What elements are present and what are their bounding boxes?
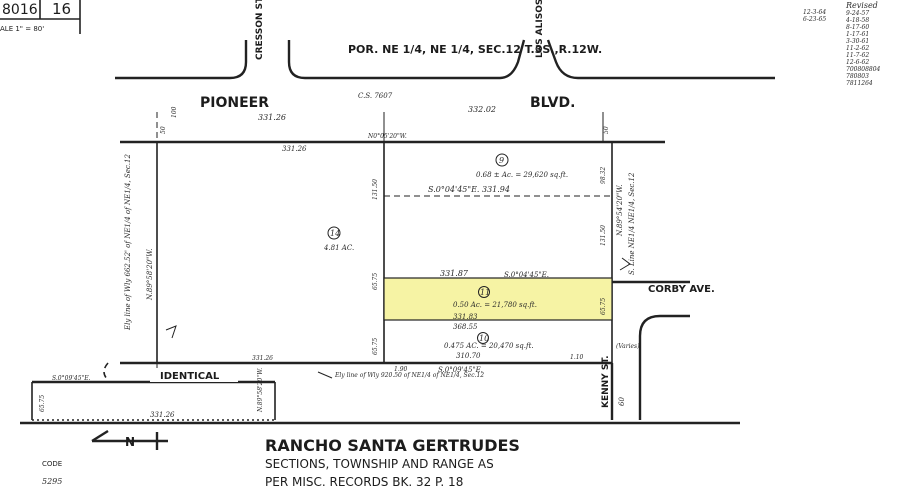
footer-line-2: SECTIONS, TOWNSHIP AND RANGE AS: [265, 457, 494, 471]
parcel-marker: [327, 226, 341, 240]
dim-50-right: 50: [603, 126, 610, 134]
bearing-parcel-9: S.0°04'45"E. 331.94: [428, 185, 510, 194]
ident-331-26: 331.26: [150, 411, 175, 419]
dim-50-left: 50: [160, 126, 167, 134]
cs-number: C.S. 7607: [358, 92, 393, 100]
street-lines-north: [115, 39, 775, 80]
street-label-los-alisos: LOS ALISOS CIR.: [535, 0, 545, 58]
revision-date: 7811264: [846, 80, 873, 87]
dim-65-75: 65.75: [600, 298, 607, 315]
dim-top-left: 331.26: [258, 113, 286, 122]
parcel-marker: [478, 286, 490, 298]
code-label: CODE: [42, 460, 62, 468]
varies-label: (Varies): [616, 343, 640, 350]
parcel-number-14: 14: [330, 229, 340, 238]
bearing-lower: S.0°04'45"E.: [504, 271, 549, 279]
street-label-pioneer: PIONEER: [200, 95, 269, 111]
revision-date: 9-24-57: [846, 10, 869, 17]
revision-date: 11-2-62: [846, 45, 869, 52]
revised-label: Revised: [845, 1, 878, 10]
dim-310-70: 310.70: [456, 352, 481, 360]
highlighted-parcel-11[interactable]: [383, 277, 613, 321]
ident-bearing: S.0°09'45"E.: [52, 375, 91, 382]
dim-65-75-inner: 65.75: [372, 273, 379, 290]
page-number: 16: [52, 0, 71, 18]
kenny-width: 60: [618, 397, 626, 406]
revision-date: 12-6-62: [846, 59, 869, 66]
dim-331-87: 331.87: [440, 269, 469, 278]
scale-label: ALE 1" = 80': [0, 25, 44, 33]
ident-65-75: 65.75: [39, 395, 46, 412]
parcel-marker: [477, 332, 489, 344]
book-number: 8016: [2, 2, 38, 18]
north-arrow-label: N: [125, 435, 135, 449]
parcel-number-11: 11: [480, 288, 490, 297]
west-line-note: Ely line of Wly 662.52' of NE1/4 of NE1/…: [124, 154, 132, 331]
revision-date: 8-17-60: [846, 24, 869, 31]
ely-line-note: Ely line of Wly 920.50 of NE1/4 of NE1/4…: [334, 372, 484, 379]
parcel-marker: [495, 153, 509, 167]
parcel-area-11: 0.50 Ac. = 21,780 sq.ft.: [453, 301, 537, 309]
dim-top-right: 332.02: [468, 105, 496, 114]
parcel-area-14: 4.81 AC.: [323, 244, 354, 252]
revision-date: 11-7-62: [846, 52, 869, 59]
bearing-east: N.89°54'20"W.: [616, 185, 624, 237]
bearing-north: N0°05'20"W.: [367, 133, 407, 140]
identical-parcel: IDENTICAL S.0°09'45"E. 331.26 65.75 N.89…: [31, 362, 276, 421]
revision-date: 1-17-61: [846, 31, 869, 38]
bearing-bottom: S.0°09'45"E.: [438, 366, 483, 374]
revision-list: Revised 12-3-64 6-23-65 9-24-57 4-18-58 …: [803, 1, 881, 87]
north-arrow-icon: N: [91, 429, 168, 450]
parcel-area-10: 0.475 AC. = 20,470 sq.ft.: [444, 342, 534, 350]
revision-date: 6-23-65: [803, 16, 826, 23]
map-header-box: 8016 16 ALE 1" = 80': [0, 0, 81, 34]
identical-label: IDENTICAL: [160, 371, 220, 382]
dim-331-83: 331.83: [453, 313, 478, 321]
dim-131-50: 131.50: [600, 225, 607, 246]
parcel-number-10: 10: [479, 334, 489, 343]
street-label-kenny: KENNY ST.: [601, 355, 611, 408]
revision-date: 700808804: [846, 66, 881, 73]
dim-331-26: 331.26: [282, 145, 307, 153]
west-bearing: N.89°58'20"W.: [146, 249, 154, 301]
dim-100: 100: [171, 106, 178, 118]
ident-north-bearing: N.89°58'20"W.: [257, 368, 264, 413]
code-value: 5295: [42, 477, 62, 486]
footer-title: RANCHO SANTA GERTRUDES: [265, 436, 520, 455]
street-label-cresson: CRESSON ST.: [255, 0, 265, 60]
dim-368-55: 368.55: [453, 323, 478, 331]
revision-date: 4-18-58: [845, 17, 869, 24]
revision-date: 780803: [846, 73, 869, 80]
street-label-corby: CORBY AVE.: [648, 284, 715, 295]
dim-bottom-331-26: 331.26: [252, 355, 273, 362]
revision-date: 12-3-64: [803, 9, 826, 16]
dim-98-32: 98.32: [600, 167, 607, 184]
footer-line-3: PER MISC. RECORDS BK. 32 P. 18: [265, 475, 463, 489]
parcel-area-9: 0.68 ± Ac. = 29,620 sq.ft.: [476, 171, 568, 179]
street-lines-east: [610, 280, 690, 420]
revision-date: 3-30-61: [846, 38, 869, 45]
s-line-note: S. Line NE1/4 NE1/4, Sec.12: [628, 172, 636, 275]
parcel-number-9: 9: [499, 156, 504, 165]
dim-131-50-inner: 131.50: [372, 179, 379, 200]
map-title: POR. NE 1/4, NE 1/4, SEC.12 T.3S.,R.12W.: [348, 43, 602, 56]
dim-65-75-lower: 65.75: [372, 338, 379, 355]
street-label-blvd: BLVD.: [530, 95, 575, 111]
dim-1-90: 1.90: [394, 366, 408, 373]
dim-1-10: 1.10: [570, 354, 584, 361]
